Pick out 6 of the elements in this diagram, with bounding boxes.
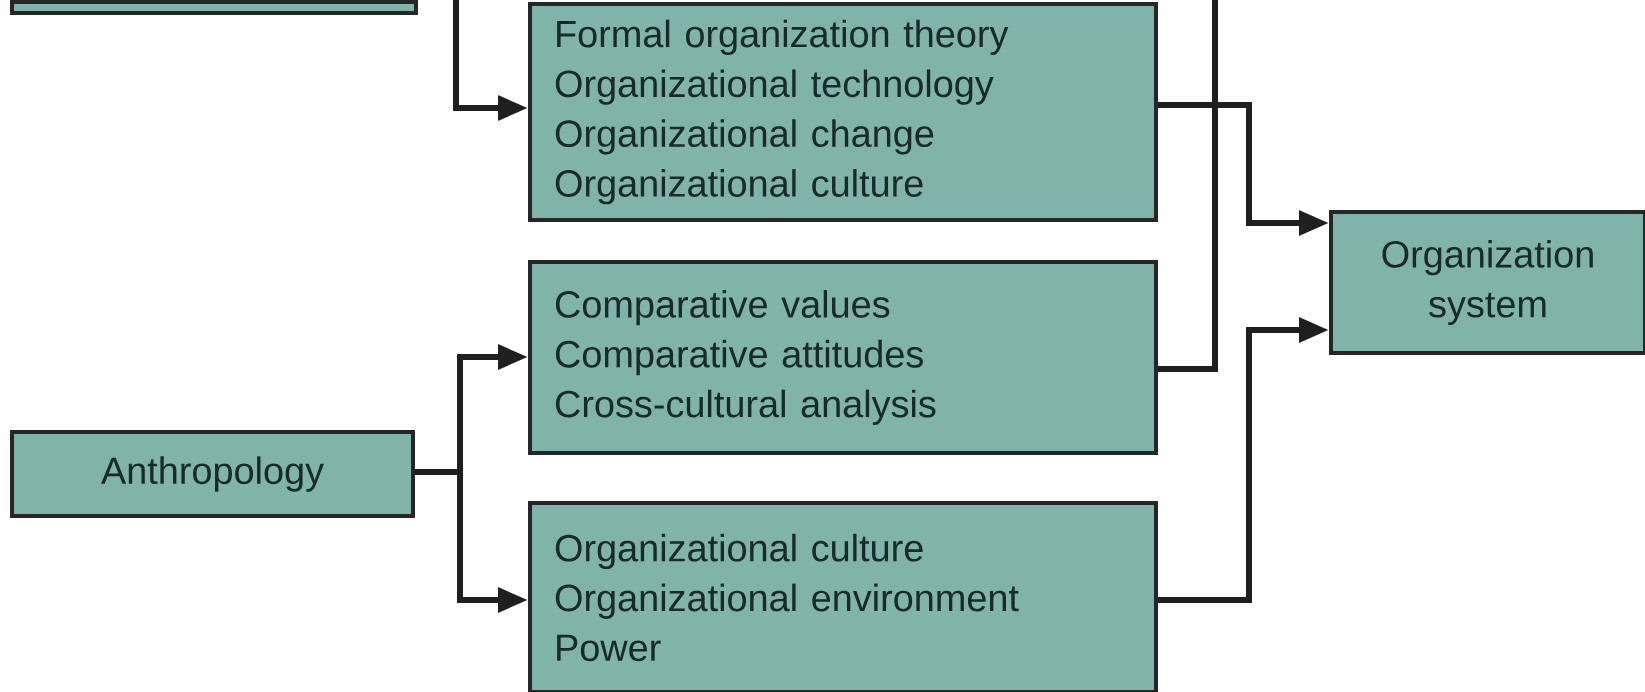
text-box: Formal organization theory Organizational technology Organizational change Organizational culture bbox=[528, 2, 1158, 222]
text-box: Comparative values Comparative attitudes Cross-cultural analysis bbox=[528, 260, 1158, 455]
text-box: Organizational culture Organizational environment Power bbox=[528, 501, 1158, 692]
text-box: Anthropology bbox=[10, 430, 415, 518]
box bbox=[10, 0, 418, 15]
text-box: Organization system bbox=[1329, 210, 1645, 355]
